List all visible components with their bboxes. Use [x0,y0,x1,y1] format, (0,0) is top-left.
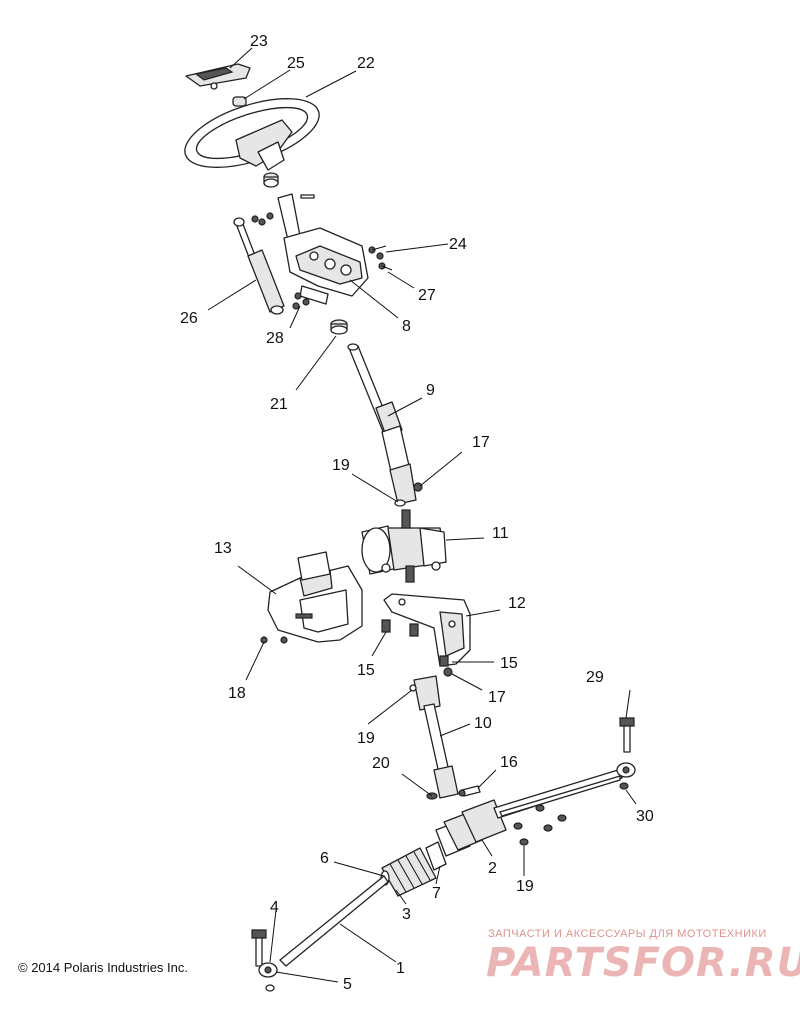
part-labels: 23 25 22 24 27 26 8 28 9 21 17 19 11 13 … [180,33,654,993]
label-24: 24 [449,236,467,253]
label-29: 29 [586,669,604,686]
part-8-tilt-bracket [277,193,369,305]
label-2: 2 [488,860,497,877]
part-17-bolt-upper [413,482,423,492]
part-7-clamp [425,841,447,871]
part-30-tie-rod-end-right [616,762,636,790]
label-15-left: 15 [357,662,375,679]
part-2-steering-rack [435,769,623,857]
part-21-bushing [330,319,348,335]
rack-mount-nuts [513,804,567,846]
label-8: 8 [402,318,411,335]
label-19-upper: 19 [332,457,350,474]
watermark-logo: PARTSFOR.RU [486,940,800,986]
part-26-gas-strut [233,215,285,315]
part-25-cap [232,96,247,107]
label-25: 25 [287,55,305,72]
label-19-middle: 19 [357,730,375,747]
part-12-mount-bracket [383,593,471,667]
label-11: 11 [492,525,509,542]
part-bushing-upper [263,172,279,188]
label-17-upper: 17 [472,434,490,451]
label-5: 5 [343,976,352,993]
label-3: 3 [402,906,411,923]
label-4: 4 [270,899,279,916]
label-21: 21 [270,396,288,413]
label-23: 23 [250,33,268,50]
part-22-steering-wheel [184,98,320,171]
part-17-bolt-lower [443,667,453,677]
label-7: 7 [432,885,441,902]
label-9: 9 [426,382,435,399]
copyright-text: © 2014 Polaris Industries Inc. [18,960,188,975]
part-5-tie-rod-end-left [258,962,278,992]
part-10-lower-shaft [409,675,459,799]
label-26: 26 [180,310,198,327]
leader-lines [207,47,637,983]
part-29-bolt [619,717,635,753]
label-20: 20 [372,755,390,772]
label-13: 13 [214,540,232,557]
label-19-lower: 19 [516,878,534,895]
label-28: 28 [266,330,284,347]
part-15-bolts [381,619,449,667]
label-15-right: 15 [500,655,518,672]
label-1: 1 [396,960,405,977]
part-9-upper-shaft [347,343,417,505]
part-16-bolt [458,785,481,797]
part-4-bolt [251,929,267,967]
part-3-boot [381,847,437,897]
label-18: 18 [228,685,246,702]
watermark-subtitle: ЗАПЧАСТИ И АКСЕССУАРЫ ДЛЯ МОТОТЕХНИКИ [488,928,767,940]
label-12: 12 [508,595,526,612]
label-10: 10 [474,715,492,732]
label-17-lower: 17 [488,689,506,706]
label-27: 27 [418,287,436,304]
part-13-cover [260,551,363,644]
label-30: 30 [636,808,654,825]
bracket-screws [258,212,393,310]
label-16: 16 [500,754,518,771]
part-11-eps-motor [361,509,447,583]
label-22: 22 [357,55,375,72]
part-23-wheel-cap [185,63,251,90]
part-1-tie-rod-left [279,875,389,967]
label-6: 6 [320,850,329,867]
